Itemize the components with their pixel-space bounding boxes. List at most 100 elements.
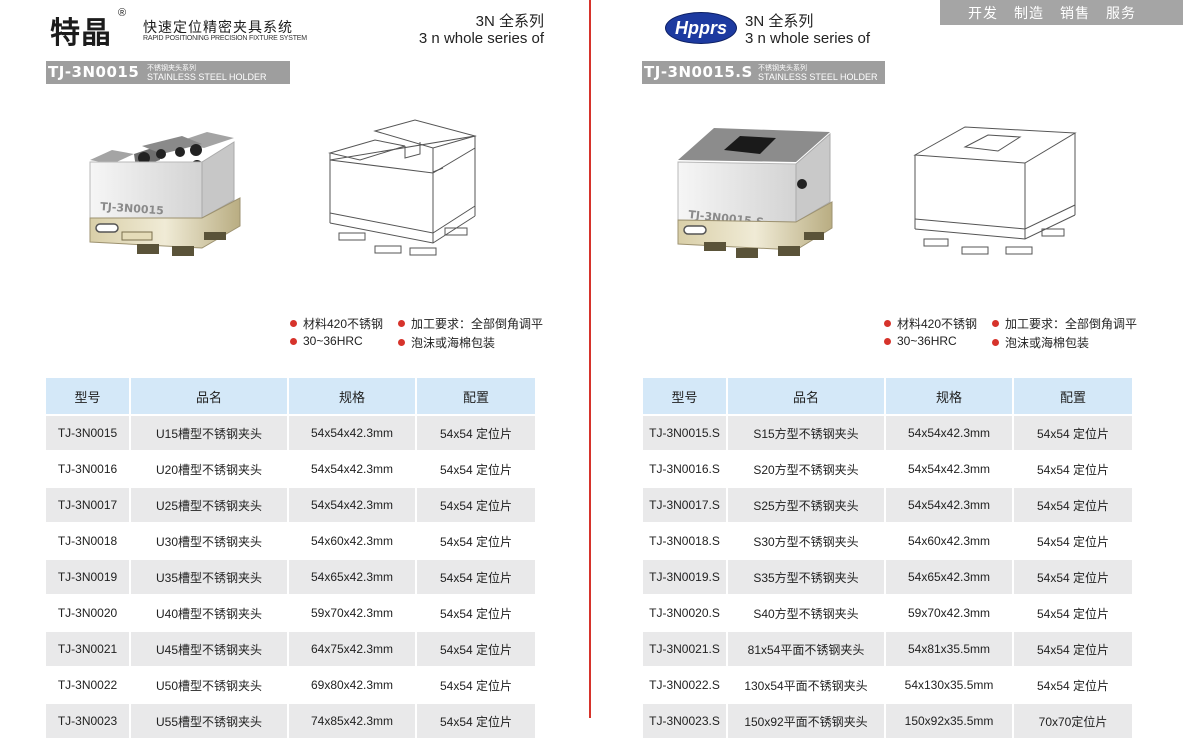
catalog-page-right: Hpprs 3N 全系列 3 n whole series of 开发 制造 销… <box>592 0 1183 738</box>
table-cell-col-model: TJ-3N0019 <box>46 558 131 595</box>
product-engraving: TJ-3N0015 <box>100 200 164 217</box>
table-cell-col-config: 54x54 定位片 <box>416 450 537 487</box>
product-photo-u-slot: TJ-3N0015 <box>89 132 241 256</box>
table-cell-col-spec: 74x85x42.3mm <box>288 702 417 738</box>
table-cell-col-config: 54x54 定位片 <box>1013 522 1134 559</box>
table-header-col-model: 型号 <box>643 378 728 415</box>
table-header-col-config: 配置 <box>416 378 537 415</box>
feature-item: 泡沫或海棉包装 <box>992 334 1089 351</box>
table-cell-col-name: U55槽型不锈钢夹头 <box>130 702 289 738</box>
product-drawing-square <box>913 126 1077 255</box>
nav-item-service[interactable]: 服务 <box>1106 4 1136 21</box>
table-header-col-spec: 规格 <box>885 378 1014 415</box>
table-cell-col-name: 130x54平面不锈钢夹头 <box>727 666 886 703</box>
bullet-icon <box>884 337 891 345</box>
product-photo-square: TJ-3N0015.S <box>677 128 833 258</box>
table-cell-col-name: S25方型不锈钢夹头 <box>727 486 886 523</box>
table-cell-col-config: 70x70定位片 <box>1013 702 1134 738</box>
table-cell-col-name: S30方型不锈钢夹头 <box>727 522 886 559</box>
model-code: TJ-3N0015 <box>48 63 140 81</box>
catalog-page-left: 特晶 ® 快速定位精密夹具系统 RAPID POSITIONING PRECIS… <box>0 0 589 738</box>
table-cell-col-config: 54x54 定位片 <box>416 702 537 738</box>
table-cell-col-model: TJ-3N0019.S <box>643 558 728 595</box>
page-divider <box>589 0 591 718</box>
model-type: 不锈钢夹头系列 <box>758 65 807 72</box>
table-cell-col-model: TJ-3N0016 <box>46 450 131 487</box>
table-cell-col-spec: 150x92x35.5mm <box>885 702 1014 738</box>
table-cell-col-model: TJ-3N0016.S <box>643 450 728 487</box>
model-banner: TJ-3N0015.S 不锈钢夹头系列 STAINLESS STEEL HOLD… <box>642 61 885 84</box>
bullet-icon <box>992 320 999 327</box>
table-cell-col-config: 54x54 定位片 <box>1013 558 1134 595</box>
nav-item-develop[interactable]: 开发 <box>968 4 998 21</box>
bullet-icon <box>290 337 297 345</box>
table-cell-col-name: U45槽型不锈钢夹头 <box>130 630 289 667</box>
series-title-en: 3 n whole series of <box>418 30 544 47</box>
brand-subtitle-en: RAPID POSITIONING PRECISION FIXTURE SYST… <box>143 35 307 42</box>
table-cell-col-name: S20方型不锈钢夹头 <box>727 450 886 487</box>
table-header-col-name: 品名 <box>130 378 289 415</box>
hpprs-logo: Hpprs <box>665 12 737 44</box>
table-cell-col-spec: 59x70x42.3mm <box>288 594 417 631</box>
table-cell-col-config: 54x54 定位片 <box>416 630 537 667</box>
top-nav: 开发 制造 销售 服务 <box>940 0 1183 25</box>
bullet-icon <box>884 320 891 327</box>
table-header-col-model: 型号 <box>46 378 131 415</box>
table-cell-col-model: TJ-3N0018.S <box>643 522 728 559</box>
table-cell-col-config: 54x54 定位片 <box>416 558 537 595</box>
product-drawing-u-slot <box>328 119 477 256</box>
table-header-col-name: 品名 <box>727 378 886 415</box>
brand-name: 特晶 <box>50 16 112 51</box>
table-cell-col-spec: 54x130x35.5mm <box>885 666 1014 703</box>
table-cell-col-model: TJ-3N0015 <box>46 414 131 451</box>
table-cell-col-spec: 54x65x42.3mm <box>885 558 1014 595</box>
table-header-row: 型号品名规格配置 <box>643 378 1134 415</box>
table-cell-col-config: 54x54 定位片 <box>1013 486 1134 523</box>
table-cell-col-model: TJ-3N0020.S <box>643 594 728 631</box>
table-cell-col-model: TJ-3N0023.S <box>643 702 728 738</box>
table-cell-col-name: U25槽型不锈钢夹头 <box>130 486 289 523</box>
table-header-row: 型号品名规格配置 <box>46 378 537 415</box>
table-header-col-spec: 规格 <box>288 378 417 415</box>
table-cell-col-model: TJ-3N0015.S <box>643 414 728 451</box>
table-cell-col-name: S40方型不锈钢夹头 <box>727 594 886 631</box>
nav-item-sales[interactable]: 销售 <box>1060 4 1090 21</box>
table-cell-col-model: TJ-3N0020 <box>46 594 131 631</box>
brand-subtitle: 快速定位精密夹具系统 <box>143 19 293 35</box>
bullet-icon <box>992 339 999 346</box>
table-cell-col-name: 81x54平面不锈钢夹头 <box>727 630 886 667</box>
series-title-en: 3 n whole series of <box>745 30 871 47</box>
feature-item: 加工要求：全部倒角调平 <box>992 315 1137 332</box>
feature-item: 30~36HRC <box>290 334 363 348</box>
table-cell-col-name: U15槽型不锈钢夹头 <box>130 414 289 451</box>
nav-item-manufacture[interactable]: 制造 <box>1014 4 1044 21</box>
table-cell-col-config: 54x54 定位片 <box>416 414 537 451</box>
bullet-icon <box>398 320 405 327</box>
table-cell-col-model: TJ-3N0017 <box>46 486 131 523</box>
table-cell-col-name: U30槽型不锈钢夹头 <box>130 522 289 559</box>
table-cell-col-spec: 69x80x42.3mm <box>288 666 417 703</box>
table-cell-col-model: TJ-3N0022.S <box>643 666 728 703</box>
table-cell-col-spec: 54x54x42.3mm <box>885 450 1014 487</box>
table-cell-col-model: TJ-3N0022 <box>46 666 131 703</box>
table-cell-col-config: 54x54 定位片 <box>1013 450 1134 487</box>
table-cell-col-spec: 54x65x42.3mm <box>288 558 417 595</box>
model-banner: TJ-3N0015 不锈钢夹头系列 STAINLESS STEEL HOLDER <box>46 61 290 84</box>
series-title: 3N 全系列 <box>475 13 544 30</box>
table-cell-col-spec: 54x54x42.3mm <box>288 414 417 451</box>
